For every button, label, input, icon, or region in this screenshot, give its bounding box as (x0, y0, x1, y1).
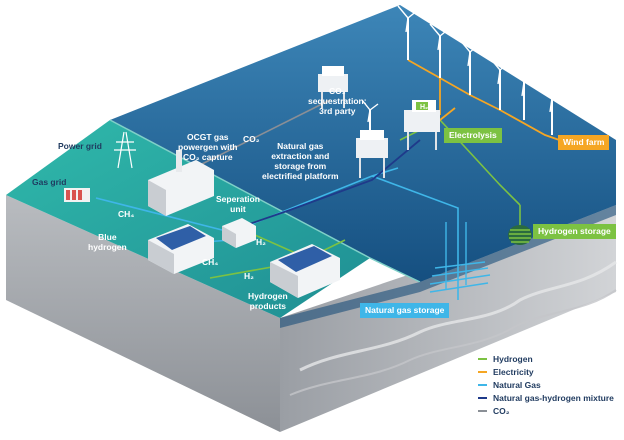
electrolysis-platform (404, 100, 440, 150)
power-grid-pylon (114, 131, 136, 169)
legend-swatch-mixture (478, 396, 487, 399)
rock-strata (299, 260, 617, 372)
hydrogen-products-plant (270, 244, 340, 298)
ocgt-plant (148, 150, 214, 216)
separation-unit-label: Seperation unit (216, 194, 260, 214)
h2-upper-label: H₂ (256, 237, 266, 247)
co2-flow-label: CO₂ (243, 134, 260, 144)
hydrogen-storage-tag: Hydrogen storage (533, 224, 616, 239)
power-grid-label: Power grid (58, 141, 102, 151)
wind-farm-tag: Wind farm (558, 135, 610, 150)
hydrogen-products-label: Hydrogen products (248, 291, 288, 311)
legend-label: CO₂ (493, 405, 510, 416)
legend-item-hydrogen: Hydrogen (478, 352, 624, 365)
natural-gas-reservoir (429, 222, 491, 293)
legend: Hydrogen Electricity Natural Gas Natural… (478, 352, 624, 417)
sequestration-label: CO₂ sequestration: 3rd party (308, 86, 367, 116)
ocgt-label: OCGT gas powergen with CO₂ capture (178, 132, 238, 162)
legend-item-natural-gas: Natural Gas (478, 378, 624, 391)
legend-label: Electricity (493, 366, 534, 377)
legend-item-mixture: Natural gas-hydrogen mixture (478, 391, 624, 404)
sequestration-platform (318, 66, 348, 108)
legend-swatch-electricity (478, 370, 487, 373)
legend-swatch-natural-gas (478, 383, 487, 386)
legend-label: Natural gas-hydrogen mixture (493, 392, 614, 403)
ch4-lower-label: CH₄ (202, 257, 219, 267)
h2-lower-label: H₂ (244, 271, 254, 281)
blue-hydrogen-label: Blue hydrogen (88, 232, 127, 252)
sea-edge (280, 205, 616, 328)
platform-label: Natural gas extraction and storage from … (262, 141, 339, 181)
gas-grid-label: Gas grid (32, 177, 67, 187)
ch4-upper-label: CH₄ (118, 209, 135, 219)
legend-label: Hydrogen (493, 353, 533, 364)
legend-item-co2: CO₂ (478, 404, 624, 417)
h2-platform-badge: H₂ (420, 104, 429, 111)
natural-gas-storage-tag: Natural gas storage (360, 303, 450, 318)
legend-swatch-co2 (478, 409, 487, 412)
legend-item-electricity: Electricity (478, 365, 624, 378)
electrolysis-tag: Electrolysis (444, 128, 502, 143)
mixture-pipe (231, 139, 421, 231)
legend-label: Natural Gas (493, 379, 541, 390)
gas-grid-station (64, 188, 90, 202)
rock-strata-2 (289, 289, 617, 396)
hydrogen-storage-tank (508, 225, 532, 245)
block-left-face (6, 195, 280, 432)
wind-turbines (361, 5, 563, 140)
separation-unit (222, 218, 256, 248)
blue-hydrogen-plant (148, 224, 214, 274)
legend-swatch-hydrogen (478, 357, 487, 360)
co2-pipe (189, 99, 331, 171)
extraction-platform (356, 130, 388, 178)
